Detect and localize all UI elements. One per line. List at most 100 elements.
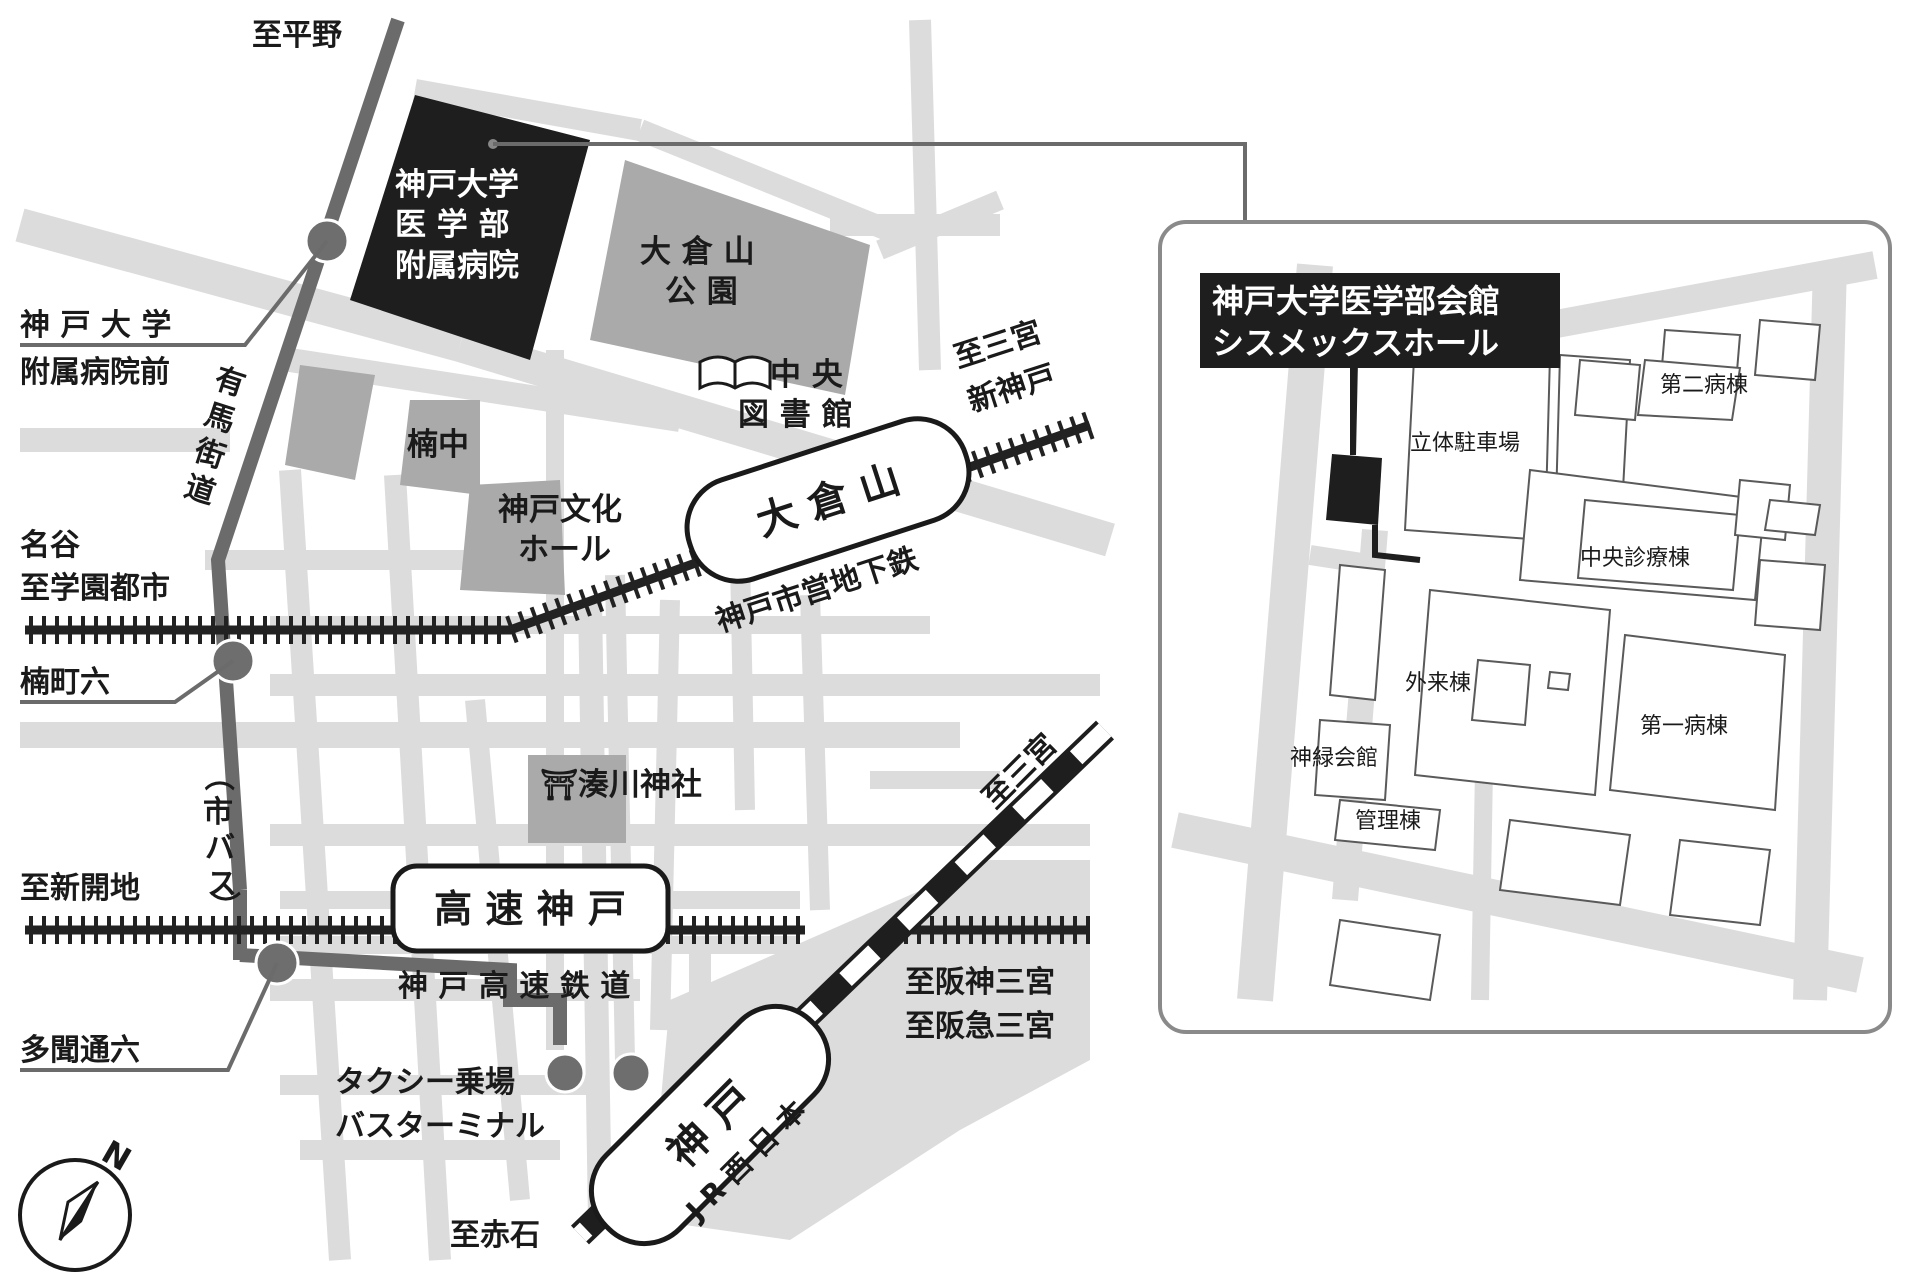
arima-road-bus-route <box>210 17 405 891</box>
inset-admin-label: 管理棟 <box>1355 809 1421 834</box>
north-compass: N <box>18 1133 138 1272</box>
hall-connector <box>1372 525 1421 563</box>
rail-tie <box>664 558 678 586</box>
compass-needle-light <box>58 1180 100 1241</box>
direction-hankyu: 至阪急三宮 <box>905 1009 1055 1044</box>
rail-tie <box>505 615 519 644</box>
book-icon <box>698 355 772 391</box>
city-bus-char-2: 市 <box>203 795 233 830</box>
direction-hanshin: 至阪神三宮 <box>905 965 1055 1000</box>
city-bus-char-4: ス <box>207 867 237 902</box>
inset-parking-label: 立体駐車場 <box>1410 431 1520 456</box>
inset-title-1: 神戸大学医学部会館 <box>1212 282 1500 320</box>
inset-central-clinic-label: 中央診療棟 <box>1580 546 1690 571</box>
library-label-1: 中 央 <box>770 357 844 393</box>
school-label: 楠中 <box>407 427 469 463</box>
inset-ward-2 <box>1636 358 1742 422</box>
leader-hospital-stop <box>20 239 329 347</box>
rail-tie <box>983 446 997 474</box>
station-kosoku-kobe-label: 高 速 神 戸 <box>434 887 626 931</box>
inset-ward-2-label: 第二病棟 <box>1660 373 1748 398</box>
rail-tie <box>1069 416 1083 444</box>
inset-map: 神戸大学医学部会館 シスメックスホール 立体駐車場 第二病棟 中央診療棟 外来棟… <box>1158 220 1892 1034</box>
rail-tie <box>566 593 580 622</box>
arima-road-char-4: 道 <box>180 469 219 512</box>
culture-hall-label-1: 神戸文化 <box>498 492 622 528</box>
culture-hall-label-2: ホール <box>518 532 611 568</box>
inset-title-2: シスメックスホール <box>1212 324 1499 362</box>
city-bus-char-3: バ <box>205 831 235 866</box>
shrine-label: 湊川神社 <box>578 767 702 803</box>
okurayama-park <box>590 160 870 395</box>
rail-tie <box>529 606 543 635</box>
bus-stop-hospital-label-2: 附属病院前 <box>20 355 170 390</box>
rail-tie <box>590 584 605 613</box>
rail-tie <box>1044 424 1058 453</box>
rail-tie <box>1081 411 1095 440</box>
minatogawa-shrine <box>528 755 626 843</box>
station-okurayama[interactable]: 大 倉 山 <box>674 406 982 595</box>
main-map: 大 倉 山 高 速 神 戸 神 戸 至平野 神戸大学 医 学 部 附属病院 大 … <box>15 17 1247 1272</box>
inset-outpatient-label: 外来棟 <box>1405 671 1471 696</box>
rail-tie <box>1032 429 1046 457</box>
station-kobe[interactable]: 神 戸 <box>571 986 850 1265</box>
rail-tie <box>995 441 1009 470</box>
inset-title-box <box>1200 273 1560 368</box>
direction-akashi: 至赤石 <box>450 1218 540 1253</box>
direction-nagoya-1: 名谷 <box>20 528 80 563</box>
rail-tie <box>1007 437 1021 466</box>
kusunoki-junior-high <box>400 400 480 495</box>
bus-stop-hospital-label-1: 神 戸 大 学 <box>20 308 171 343</box>
rail-tie <box>517 611 531 639</box>
kobe-culture-hall-block <box>460 480 565 595</box>
hospital-label-3: 附属病院 <box>395 248 519 284</box>
hospital-label-2: 医 学 部 <box>395 207 510 243</box>
station-kosoku-kobe[interactable]: 高 速 神 戸 <box>390 863 671 954</box>
taxi-stand-marker[interactable] <box>544 1052 586 1094</box>
rail-tie <box>627 571 641 600</box>
rail-tie <box>651 562 666 591</box>
leader-kusunoki-stop <box>20 659 235 704</box>
rail-tie <box>1056 420 1070 449</box>
inset-ward-1-label: 第一病棟 <box>1640 714 1728 739</box>
rail-tie <box>603 580 617 608</box>
bus-terminal-marker[interactable] <box>610 1052 652 1094</box>
bus-stop-kusunoki-label: 楠町六 <box>20 665 110 700</box>
sysmex-hall-building[interactable] <box>1326 454 1382 525</box>
library[interactable]: 中 央 図 書 館 <box>698 355 853 433</box>
rail-tie <box>578 588 592 617</box>
university-hospital-block <box>350 95 590 360</box>
inset-connector-line <box>493 142 1247 222</box>
torii-icon: ⛩ <box>540 768 578 803</box>
hall-pointer <box>1350 360 1358 455</box>
hospital-label-1: 神戸大学 <box>395 167 519 203</box>
rail-tie <box>615 575 629 604</box>
park-label-2: 公 園 <box>665 274 738 310</box>
city-bus-char-5: ） <box>206 891 241 921</box>
inset-buildings <box>1313 318 1827 1002</box>
school-block-west <box>285 365 375 480</box>
bus-route-spur <box>239 948 567 1045</box>
rail-tie <box>971 450 985 479</box>
rail-tie <box>1020 433 1034 462</box>
leader-tamon-stop <box>20 962 279 1072</box>
taxi-label-1: タクシー乗場 <box>335 1065 515 1100</box>
direction-hirano: 至平野 <box>252 18 342 53</box>
bus-stop-tamon-label: 多聞通六 <box>20 1033 140 1068</box>
taxi-label-2: バスターミナル <box>335 1109 545 1144</box>
library-label-2: 図 書 館 <box>738 397 853 433</box>
park-label-1: 大 倉 山 <box>640 234 755 270</box>
rail-tie <box>676 553 690 582</box>
direction-nagoya-2: 至学園都市 <box>20 571 170 606</box>
rail-tie <box>541 602 556 630</box>
minatogawa-shrine-label-group: ⛩ 湊川神社 <box>540 767 702 803</box>
arima-road-char-1: 有 <box>210 361 249 404</box>
city-bus-char-1: （ <box>200 761 235 791</box>
rail-tie <box>554 597 568 626</box>
direction-shinkaichi: 至新開地 <box>20 871 140 906</box>
city-bus-label: （ 市 バ ス ） <box>200 761 241 921</box>
inset-shinryoku-hall-label: 神緑会館 <box>1290 746 1378 771</box>
kosoku-line-label: 神 戸 高 速 鉄 道 <box>398 969 630 1004</box>
rail-tie <box>639 566 654 595</box>
